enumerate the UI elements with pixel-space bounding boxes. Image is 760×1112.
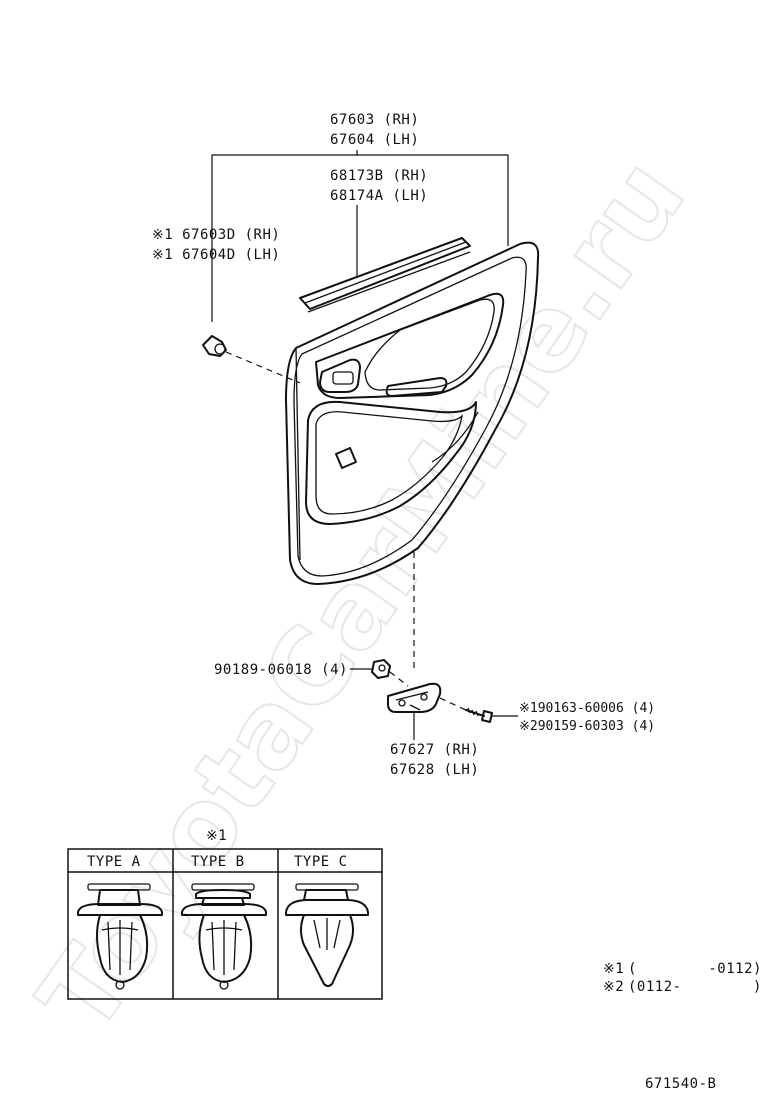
label-screw-2: ※290159-60303 (4) xyxy=(519,719,655,734)
door-weatherstrip xyxy=(299,237,471,313)
clip-type-a-drawing xyxy=(77,883,163,990)
clip-type-b-drawing xyxy=(181,883,267,990)
door-trim-board xyxy=(285,241,540,585)
note-1-range: ( -0112) xyxy=(628,961,760,977)
figure-number: 671540-B xyxy=(645,1076,716,1092)
label-nut: 90189-06018 (4) xyxy=(214,662,348,678)
clip-table-note-mark: ※1 xyxy=(206,828,227,844)
label-trim-board-lh: 67604 (LH) xyxy=(330,132,419,148)
label-screw-1: ※190163-60006 (4) xyxy=(519,701,655,716)
label-trim-board-rh: 67603 (RH) xyxy=(330,112,419,128)
note-1-mark: ※1 xyxy=(603,961,624,977)
clip-type-c-header: TYPE C xyxy=(294,854,348,870)
note-2-range: (0112- ) xyxy=(628,979,760,995)
clip-type-b-header: TYPE B xyxy=(191,854,245,870)
label-bracket-rh: 67627 (RH) xyxy=(390,742,479,758)
label-bracket-lh: 67628 (LH) xyxy=(390,762,479,778)
clip-type-a-header: TYPE A xyxy=(87,854,141,870)
note-2-mark: ※2 xyxy=(603,979,624,995)
applicability-notes: ※1 ( -0112) ※2 (0112- ) xyxy=(603,961,760,995)
label-weatherstrip-lh: 68174A (LH) xyxy=(330,188,428,204)
clip-type-c-drawing xyxy=(285,883,369,987)
clip-type-table: ※1 TYPE A TYPE B TYPE C xyxy=(67,828,383,1000)
bracket-part xyxy=(387,682,471,713)
nut-part: 90189-06018 (4) xyxy=(214,659,409,687)
label-clip-lh: ※1 67604D (LH) xyxy=(152,247,280,263)
screw-part: ※190163-60006 (4) ※290159-60303 (4) xyxy=(465,701,655,734)
label-clip-rh: ※1 67603D (RH) xyxy=(152,227,280,243)
trim-clip xyxy=(202,335,301,384)
leader-trim-board xyxy=(211,150,509,322)
label-weatherstrip-rh: 68173B (RH) xyxy=(330,168,428,184)
